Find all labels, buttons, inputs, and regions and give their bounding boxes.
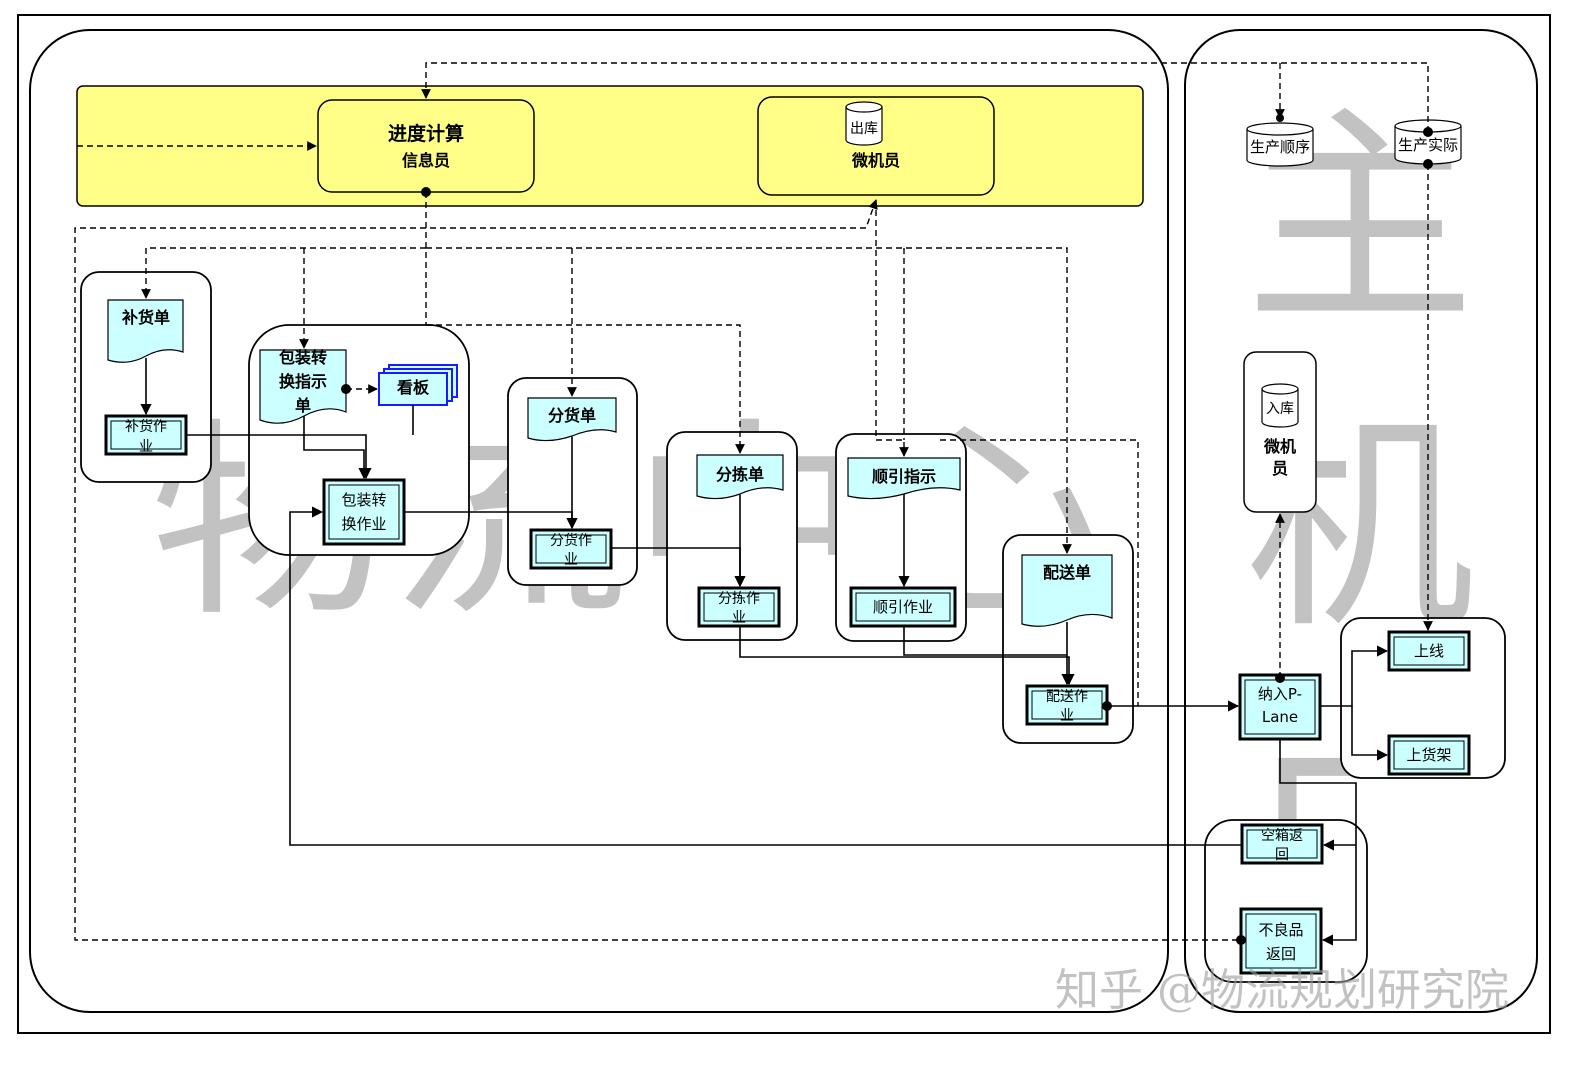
picking-doc-shape[interactable]: [696, 454, 784, 500]
replenish-task-label-2: 业: [139, 439, 153, 455]
watermark-credit: 知乎 @物流规划研究院: [1055, 965, 1509, 1016]
replenish-task-label-1: 补货作: [125, 418, 167, 435]
flow-plane-to-online: [1320, 645, 1389, 707]
flow-plane-to-shelf: [1351, 706, 1389, 761]
packing-doc-shape[interactable]: [259, 349, 347, 424]
production-actual-label: 生产实际: [1398, 136, 1458, 154]
defect-return-label-1: 不良品: [1258, 921, 1303, 939]
flow-packing-doc-to-task: [303, 416, 370, 480]
sequence-doc-shape[interactable]: [847, 457, 961, 500]
flow-empty-return-back: [289, 506, 1242, 846]
production-sequence-label: 生产顺序: [1250, 138, 1310, 156]
online-box[interactable]: [1387, 630, 1471, 672]
packing-doc-label-2: 换指示: [279, 372, 327, 391]
progress-calc-box[interactable]: [317, 99, 535, 193]
inbound-db-label: 入库: [1266, 401, 1294, 417]
flow-sequence-to-delivery: [903, 626, 1067, 656]
outbound-db-icon: [845, 101, 883, 146]
sequence-task-label: 顺引作业: [873, 598, 933, 616]
factory-micro-label-1: 微机: [1263, 437, 1296, 456]
sequence-task-box[interactable]: [849, 586, 957, 628]
factory-micro-box[interactable]: [1243, 351, 1317, 513]
empty-return-box[interactable]: [1240, 823, 1324, 865]
info-flow-to-sorting-doc: [426, 247, 1072, 554]
material-flows: [140, 358, 1389, 946]
info-flow-top-loop: [421, 62, 1429, 132]
sorting-task-label-2: 业: [564, 552, 578, 568]
connection-dots: [341, 114, 1433, 945]
kanban-stack[interactable]: [378, 364, 458, 406]
outbound-db-label: 出库: [850, 121, 878, 137]
replenish-task-box[interactable]: [104, 414, 188, 456]
picking-task-label-1: 分拣作: [718, 591, 760, 607]
sorting-doc-label: 分货单: [548, 406, 596, 425]
info-flow-bottom-loop: [74, 199, 1238, 941]
packing-task-label-2: 换作业: [341, 515, 386, 533]
delivery-task-label-2: 业: [1060, 708, 1074, 724]
plane-label-2: Lane: [1262, 708, 1298, 726]
info-flows: [74, 62, 1433, 941]
info-flow-to-sequence-doc: [875, 200, 909, 457]
delivery-task-box[interactable]: [1025, 684, 1109, 726]
factory-region: [1184, 29, 1538, 1013]
picking-task-box[interactable]: [697, 586, 781, 628]
shelf-label: 上货架: [1406, 746, 1451, 764]
micro-operator-label: 微机员: [851, 151, 900, 170]
picking-task-label-2: 业: [732, 610, 746, 626]
sorting-doc-shape[interactable]: [527, 397, 617, 442]
info-flow-to-replenish-doc: [141, 247, 426, 299]
delivery-doc-shape[interactable]: [1021, 554, 1113, 627]
shelf-box[interactable]: [1387, 734, 1471, 776]
sequence-doc-label: 顺引指示: [872, 467, 936, 486]
info-flow-to-picking-doc: [426, 324, 745, 454]
online-label: 上线: [1414, 642, 1444, 660]
factory-micro-label-2: 员: [1272, 459, 1288, 478]
replenish-doc-label: 补货单: [121, 308, 170, 327]
progress-calc-sub: 信息员: [402, 151, 450, 170]
empty-return-label-2: 回: [1275, 847, 1289, 863]
replenish-doc-shape[interactable]: [107, 299, 184, 363]
production-actual-db-icon: [1394, 119, 1462, 165]
delivery-doc-label: 配送单: [1043, 563, 1091, 582]
packing-doc-label-1: 包装转: [279, 348, 327, 367]
empty-return-label-1: 空箱返: [1261, 828, 1303, 844]
production-sequence-db-icon: [1246, 122, 1314, 167]
picking-doc-label: 分拣单: [716, 465, 764, 484]
flow-plane-to-returns: [1279, 739, 1357, 946]
plane-label-1: 纳入P-: [1258, 685, 1302, 703]
micro-operator-box[interactable]: [757, 96, 995, 196]
inbound-db-icon: [1261, 383, 1299, 428]
flow-picking-to-delivery: [739, 626, 1075, 686]
flow-replenish-to-packing: [186, 434, 372, 480]
kanban-label: 看板: [396, 378, 430, 397]
sorting-task-box[interactable]: [529, 528, 613, 570]
info-flow-delivery-right: [940, 439, 1139, 706]
packing-doc-label-3: 单: [295, 396, 311, 415]
logistics-center-region: [29, 29, 1169, 1013]
sorting-task-label-1: 分货作: [550, 532, 592, 549]
packing-task-box[interactable]: [322, 478, 406, 546]
progress-calc-title: 进度计算: [388, 122, 464, 145]
packing-task-label-1: 包装转: [341, 491, 386, 509]
defect-return-box[interactable]: [1239, 907, 1323, 975]
defect-return-label-2: 返回: [1266, 945, 1296, 963]
delivery-task-label-1: 配送作: [1046, 689, 1088, 705]
